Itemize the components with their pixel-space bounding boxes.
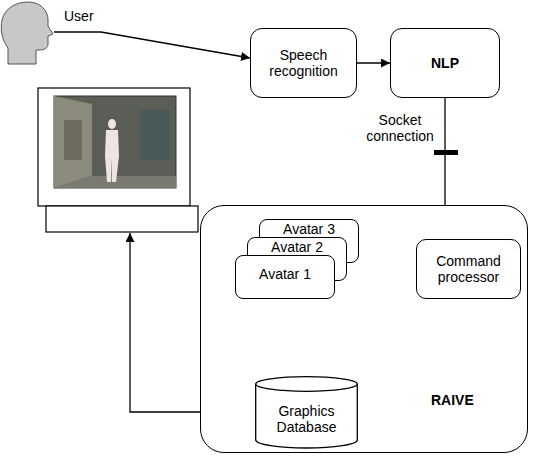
process-box: Command processor — [416, 239, 521, 299]
database-cylinder: Graphics Database — [255, 376, 358, 449]
cylinder-top — [256, 377, 358, 392]
socket-bar — [434, 150, 458, 155]
monitor-icon — [38, 88, 198, 232]
connector-arrow — [101, 32, 250, 58]
node-label: Avatar 1 — [259, 266, 311, 282]
node-label: RAIVE — [431, 392, 527, 408]
user-head-icon — [1, 2, 53, 64]
node-label: Avatar 2 — [271, 239, 323, 255]
node-label: Speech recognition — [257, 47, 350, 79]
edge-label-box: Socket connection — [360, 112, 440, 144]
avatar-box: Avatar 1 — [235, 255, 335, 299]
node-label: Graphics Database — [261, 403, 352, 435]
node-label: User — [64, 8, 101, 24]
connection-label: Socket connection — [360, 112, 440, 144]
node-label: NLP — [431, 55, 459, 71]
process-box: NLP — [390, 28, 500, 98]
user-node: User — [0, 0, 101, 70]
cylinder-body — [256, 384, 358, 448]
node-label: Command processor — [423, 253, 514, 285]
process-box: Speech recognition — [250, 28, 357, 98]
system-boundary: Avatar 3 Avatar 2 Avatar 1 Command processo… — [200, 205, 528, 453]
connector-arrow — [357, 62, 390, 63]
node-label: Avatar 3 — [283, 221, 335, 237]
user-speech-stub — [54, 31, 101, 32]
